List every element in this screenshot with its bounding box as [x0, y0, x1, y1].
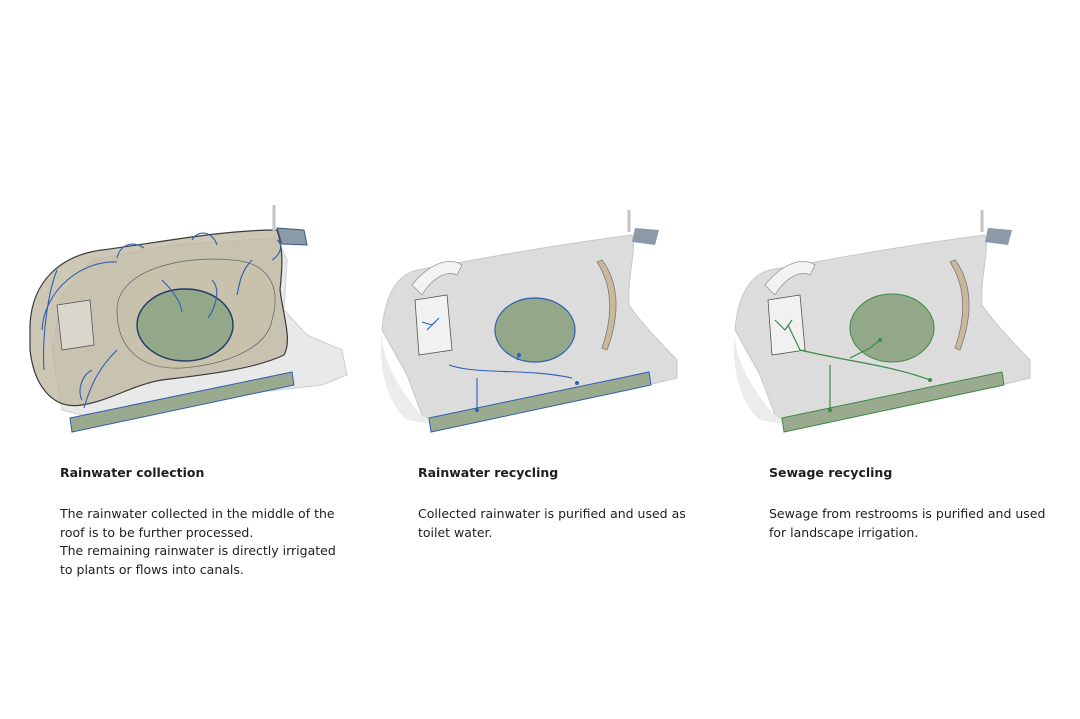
panel-rainwater-collection: Rainwater collection The rainwater colle…: [22, 200, 362, 620]
rooftop-box: [985, 228, 1012, 245]
canal: [781, 371, 1005, 433]
rooftop-box: [632, 228, 659, 245]
flow-node: [878, 338, 882, 342]
panel-title: Rainwater recycling: [418, 465, 559, 480]
canal: [69, 371, 295, 433]
curved-wall-right: [596, 259, 617, 351]
panel-title: Sewage recycling: [769, 465, 893, 480]
panel-description: Sewage from restrooms is purified and us…: [769, 505, 1059, 542]
sewage-flow-lines: [774, 319, 931, 410]
flow-node: [928, 378, 932, 382]
flow-node: [575, 381, 579, 385]
restroom-block: [414, 294, 453, 356]
description-line: Sewage from restrooms is purified and us…: [769, 506, 1046, 540]
central-pond: [849, 293, 935, 363]
central-pond: [136, 288, 234, 362]
description-line: The remaining rainwater is directly irri…: [60, 543, 336, 577]
panel-description: The rainwater collected in the middle of…: [60, 505, 350, 579]
panel-sewage-recycling: Sewage recycling Sewage from restrooms i…: [730, 200, 1070, 620]
curved-wall-left: [764, 261, 816, 296]
central-pond: [494, 297, 576, 363]
sewage-recycling-diagram: [733, 210, 1031, 433]
description-line: Collected rainwater is purified and used…: [418, 506, 686, 540]
panel-rainwater-recycling: Rainwater recycling Collected rainwater …: [377, 200, 717, 620]
flow-node: [517, 353, 521, 357]
site-edge: [380, 330, 437, 425]
panel-title: Rainwater collection: [60, 465, 205, 480]
canal: [428, 371, 652, 433]
rainwater-flow-arrows: [41, 232, 282, 409]
restroom-block: [56, 299, 95, 351]
rooftop-box: [276, 227, 308, 246]
description-line: The rainwater collected in the middle of…: [60, 506, 335, 540]
rainwater-recycling-diagram: [380, 210, 678, 433]
rainwater-collection-diagram: [29, 205, 348, 433]
panel-description: Collected rainwater is purified and used…: [418, 505, 708, 542]
flow-node: [475, 408, 479, 412]
site-edge: [733, 330, 790, 425]
curved-wall-left: [411, 261, 463, 296]
flow-node: [828, 408, 832, 412]
restroom-block: [767, 294, 806, 356]
curved-wall-right: [949, 259, 970, 351]
